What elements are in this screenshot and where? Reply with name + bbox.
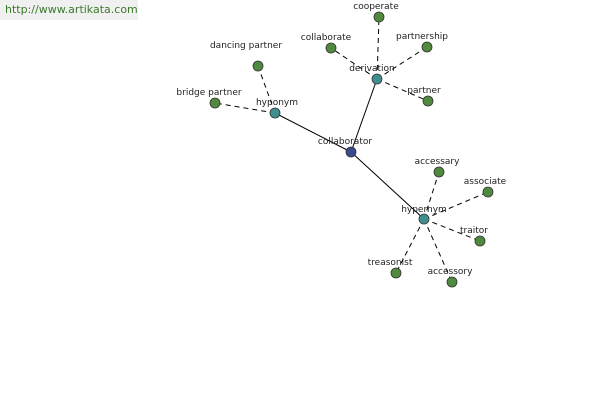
word-label-bridge-partner[interactable]: bridge partner: [176, 88, 241, 98]
relation-node-hypernym[interactable]: [418, 213, 430, 225]
word-label-traitor[interactable]: traitor: [460, 226, 488, 236]
edge-derivation-partner: [376, 78, 429, 102]
relation-node-hyponym[interactable]: [269, 107, 281, 119]
word-label-partnership[interactable]: partnership: [396, 32, 448, 42]
edge-hypernym-accessory: [423, 218, 453, 283]
word-label-associate[interactable]: associate: [464, 177, 507, 187]
word-node-traitor[interactable]: [474, 235, 486, 247]
word-label-dancing-partner[interactable]: dancing partner: [210, 41, 282, 51]
edge-derivation-partnership: [376, 46, 428, 80]
word-node-bridge-partner[interactable]: [209, 97, 221, 109]
edge-hyponym-bridge-partner: [214, 102, 276, 114]
edge-hypernym-treasonist: [395, 218, 425, 274]
relation-label-hyponym[interactable]: hyponym: [256, 98, 298, 108]
word-label-accessory[interactable]: accessory: [428, 267, 474, 277]
relation-label-derivation[interactable]: derivation: [349, 64, 395, 74]
site-url-watermark[interactable]: http://www.artikata.com: [0, 0, 138, 20]
word-node-associate[interactable]: [482, 186, 494, 198]
edge-center-hypernym: [350, 151, 425, 220]
word-node-accessary[interactable]: [433, 166, 445, 178]
word-node-partnership[interactable]: [421, 41, 433, 53]
graph-labels: collaborator hyponym dancing partner bridge…: [176, 2, 506, 277]
edge-center-derivation: [350, 78, 378, 153]
center-node-label[interactable]: collaborator: [318, 137, 372, 147]
word-label-collaborate[interactable]: collaborate: [301, 33, 352, 43]
word-label-cooperate[interactable]: cooperate: [353, 2, 399, 12]
edge-hypernym-traitor: [423, 218, 481, 242]
word-label-treasonist[interactable]: treasonist: [368, 258, 413, 268]
center-node[interactable]: [345, 146, 357, 158]
word-node-collaborate[interactable]: [325, 42, 337, 54]
word-label-accessary[interactable]: accessary: [415, 157, 461, 167]
edge-center-hyponym: [274, 112, 352, 153]
graph-edges: [214, 16, 489, 283]
word-node-cooperate[interactable]: [373, 11, 385, 23]
relation-node-derivation[interactable]: [371, 73, 383, 85]
word-node-dancing-partner[interactable]: [252, 60, 264, 72]
word-node-partner[interactable]: [422, 95, 434, 107]
edge-derivation-cooperate: [376, 16, 380, 80]
word-node-treasonist[interactable]: [390, 267, 402, 279]
relation-label-hypernym[interactable]: hypernym: [401, 205, 447, 215]
graph-nodes: [209, 11, 494, 288]
edge-derivation-collaborate: [330, 47, 378, 80]
word-label-partner[interactable]: partner: [407, 86, 441, 96]
edge-hypernym-associate: [423, 191, 489, 220]
word-node-accessory[interactable]: [446, 276, 458, 288]
